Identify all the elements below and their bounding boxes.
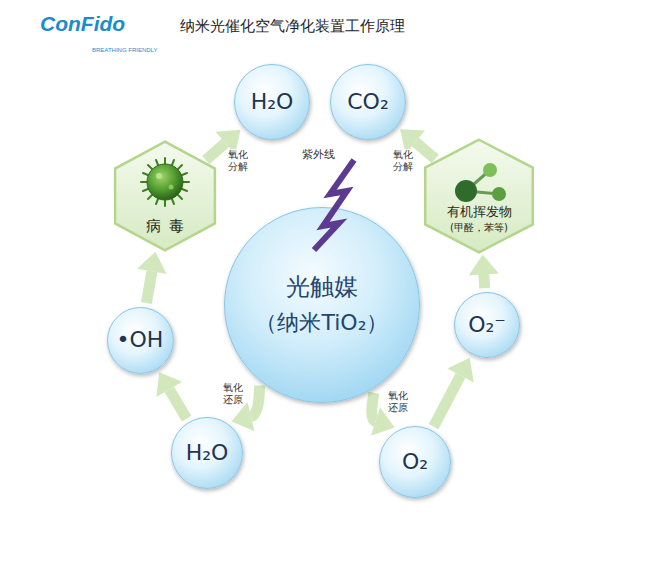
arrow-head — [232, 402, 255, 431]
arrow-shaft — [206, 143, 226, 160]
hexagon-shape — [115, 142, 215, 251]
flow-arrow — [469, 254, 499, 288]
arrow-head — [156, 372, 182, 397]
edge-label-box: 氧化还原 — [222, 382, 243, 406]
brand-tagline: BREATHING FRIENDLY — [92, 47, 157, 54]
hexagon-outline — [113, 140, 217, 252]
node-text: •OH — [117, 326, 164, 355]
ultraviolet-bolt — [314, 160, 354, 250]
brand-tagline-box: BREATHING FRIENDLY — [92, 37, 157, 56]
node-text: 病毒 — [146, 217, 191, 237]
edge-label: 氧化还原 — [388, 390, 409, 414]
photocatalyst-circle: 光触媒 （纳米TiO₂） — [224, 207, 420, 403]
title-box: 纳米光催化空气净化装置工作原理 — [180, 16, 405, 36]
hexagon-shape — [425, 140, 533, 253]
arrow-shaft — [478, 274, 490, 288]
virus-icon — [141, 158, 189, 206]
uv-label-box: 紫外线 — [302, 143, 335, 162]
molecule-circle: H₂O — [171, 417, 243, 489]
brand-logo-box: ConFido — [40, 12, 125, 35]
radical-circle: O₂⁻ — [454, 292, 520, 358]
arrow-head — [137, 252, 167, 274]
node-subtext: （纳米TiO₂） — [255, 309, 388, 338]
brand-logo: ConFido — [40, 12, 125, 35]
radical-circle: •OH — [107, 307, 174, 374]
arrow-head — [447, 358, 474, 383]
arrow-shaft — [372, 393, 376, 422]
node-text: O₂ — [402, 448, 428, 477]
molecule-circle: CO₂ — [330, 64, 406, 140]
arrow-shaft — [434, 375, 461, 426]
diagram-title: 纳米光催化空气净化装置工作原理 — [180, 17, 405, 36]
node-subtext: (甲醛，苯等) — [450, 221, 508, 234]
edge-label: 氧化分解 — [227, 149, 248, 173]
edge-label-box: 氧化分解 — [227, 149, 248, 173]
hexagon-outline — [423, 138, 535, 254]
node-text: H₂O — [186, 439, 229, 468]
flow-arrow — [137, 252, 167, 303]
arrow-shaft — [169, 389, 186, 418]
arrow-head — [469, 254, 499, 275]
edge-label: 氧化还原 — [222, 382, 243, 406]
voc-hexagon: 有机挥发物(甲醛，苯等) — [423, 138, 535, 254]
node-text: 光触媒 — [286, 272, 358, 303]
node-text: CO₂ — [347, 88, 389, 117]
edge-label-box: 氧化分解 — [393, 149, 414, 173]
arrow-shaft — [415, 142, 435, 159]
molecule-circle: H₂O — [234, 64, 310, 140]
node-text: H₂O — [251, 88, 294, 117]
node-text: O₂⁻ — [468, 311, 506, 340]
molecule-icon — [455, 163, 506, 202]
arrow-shaft — [251, 386, 259, 417]
flow-arrow — [156, 372, 186, 418]
flow-arrow — [434, 358, 474, 427]
uv-label: 紫外线 — [302, 149, 335, 161]
edge-label-box: 氧化还原 — [388, 390, 409, 414]
virus-hexagon: 病毒 — [113, 140, 217, 252]
node-text: 有机挥发物 — [447, 204, 512, 221]
molecule-circle: O₂ — [379, 426, 451, 498]
edge-label: 氧化分解 — [393, 149, 414, 173]
arrow-shaft — [146, 271, 151, 303]
